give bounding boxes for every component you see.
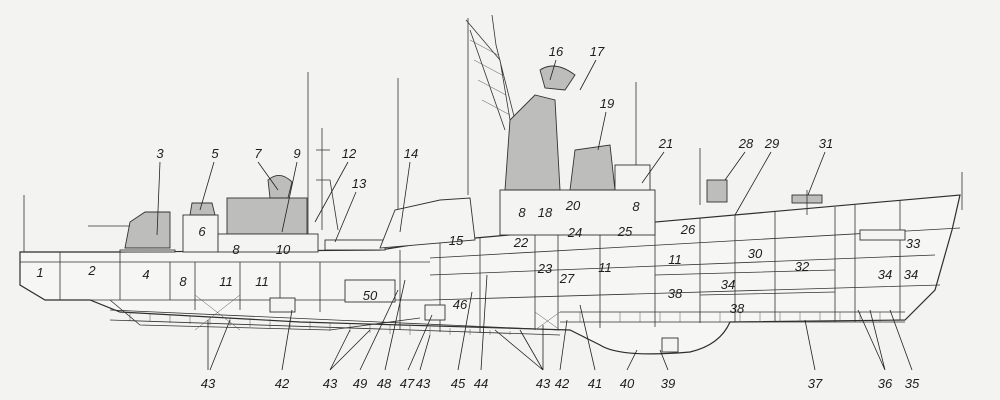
callout: 36 <box>878 376 893 391</box>
callouts-top: 3 5 7 9 12 13 14 16 17 19 21 28 29 31 <box>156 44 833 191</box>
compartment-label: 11 <box>668 252 682 267</box>
callout: 45 <box>451 376 466 391</box>
masts <box>23 14 963 252</box>
compartment-label: 11 <box>598 260 612 275</box>
callout: 44 <box>474 376 488 391</box>
callout: 14 <box>404 146 418 161</box>
compartment-label: 23 <box>537 261 553 276</box>
callout: 43 <box>201 376 216 391</box>
compartment-label: 22 <box>513 235 529 250</box>
compartment-label: 30 <box>748 246 763 261</box>
callout: 21 <box>658 136 673 151</box>
callout: 43 <box>536 376 551 391</box>
compartment-label: 1 <box>36 265 43 280</box>
compartment-label: 24 <box>567 225 582 240</box>
callout: 5 <box>211 146 219 161</box>
compartment-label: 25 <box>617 224 633 239</box>
callout: 31 <box>819 136 833 151</box>
compartment-label: 18 <box>538 205 553 220</box>
compartment-labels: 1 2 4 6 8 10 8 11 11 50 15 22 8 18 20 24… <box>36 198 921 316</box>
compartment-label: 4 <box>142 267 149 282</box>
compartment-label: 11 <box>255 274 269 289</box>
callout: 7 <box>254 146 262 161</box>
callout: 3 <box>156 146 164 161</box>
callout: 16 <box>549 44 564 59</box>
compartment-label: 8 <box>232 242 240 257</box>
compartment-label: 50 <box>363 288 378 303</box>
callout: 49 <box>353 376 367 391</box>
compartment-label: 34 <box>878 267 892 282</box>
callout: 9 <box>293 146 300 161</box>
compartment-label: 8 <box>518 205 526 220</box>
leader-lines <box>156 59 913 371</box>
callout: 39 <box>661 376 675 391</box>
compartment-label: 10 <box>276 242 291 257</box>
callout: 42 <box>275 376 290 391</box>
callout: 37 <box>808 376 823 391</box>
callout: 13 <box>352 176 367 191</box>
compartment-label: 2 <box>87 263 96 278</box>
compartment-label: 38 <box>730 301 745 316</box>
compartment-label: 34 <box>721 277 735 292</box>
superstructure <box>88 65 906 253</box>
callout: 42 <box>555 376 570 391</box>
callout: 17 <box>590 44 605 59</box>
callout: 40 <box>620 376 635 391</box>
callout: 43 <box>416 376 431 391</box>
compartment-label: 8 <box>179 274 187 289</box>
hull <box>19 194 961 355</box>
compartment-label: 27 <box>559 271 575 286</box>
callout: 28 <box>738 136 754 151</box>
callout: 35 <box>905 376 920 391</box>
callout: 41 <box>588 376 602 391</box>
main-mast-tower <box>504 94 561 191</box>
compartment-label: 8 <box>632 199 640 214</box>
compartment-lines <box>20 200 961 353</box>
compartment-label: 20 <box>565 198 581 213</box>
compartment-label: 32 <box>795 259 810 274</box>
callout: 29 <box>764 136 779 151</box>
callout: 19 <box>600 96 614 111</box>
gun-mount <box>124 211 171 249</box>
compartment-label: 34 <box>904 267 918 282</box>
compartment-label: 11 <box>219 274 233 289</box>
callout: 48 <box>377 376 392 391</box>
callouts-bottom: 43 42 43 49 48 47 43 45 44 43 42 41 40 3… <box>201 376 920 391</box>
compartment-label: 46 <box>453 297 468 312</box>
compartment-label: 6 <box>198 224 206 239</box>
callout: 12 <box>342 146 357 161</box>
compartment-label: 33 <box>906 236 921 251</box>
compartment-label: 38 <box>668 286 683 301</box>
callout: 47 <box>400 376 415 391</box>
double-bottom <box>109 299 905 336</box>
compartment-label: 26 <box>680 222 696 237</box>
callout: 43 <box>323 376 338 391</box>
compartment-label: 15 <box>449 233 464 248</box>
